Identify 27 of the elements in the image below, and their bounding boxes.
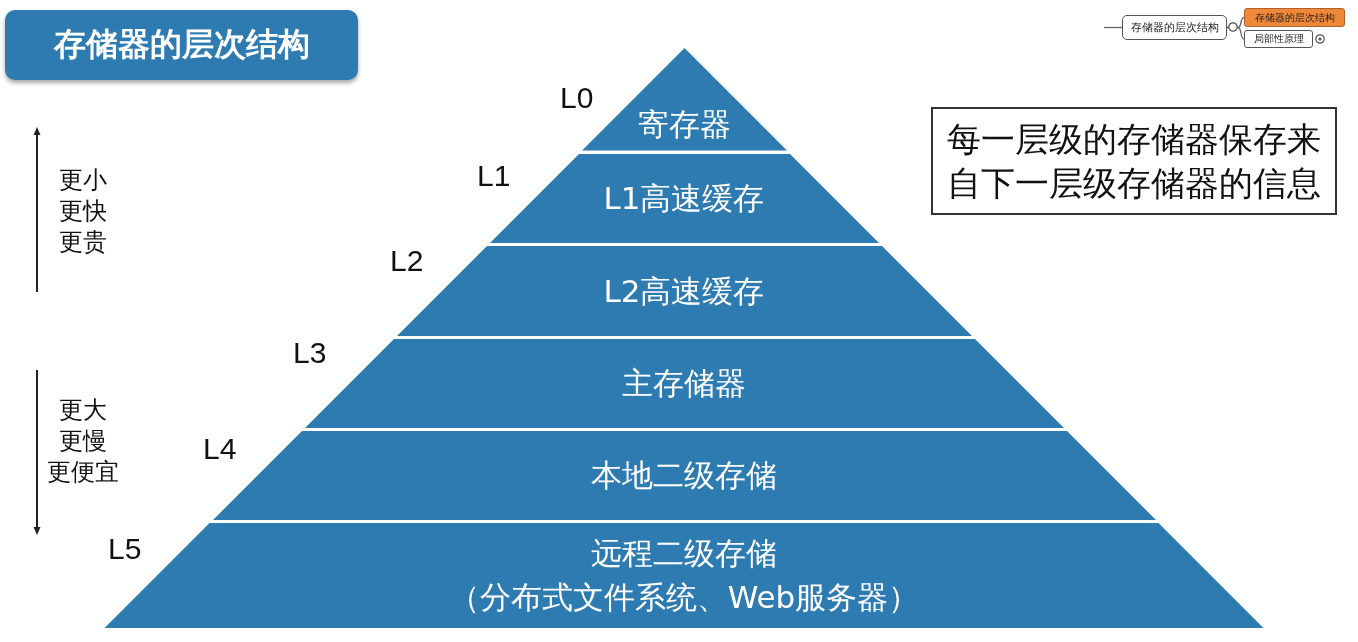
side-label: 更大 bbox=[58, 395, 108, 426]
tier-label: L1高速缓存 bbox=[603, 179, 765, 218]
pyramid-tier bbox=[104, 522, 1264, 628]
tier-label: 本地二级存储 bbox=[591, 456, 777, 495]
mindmap-node: 存储器的层次结构 bbox=[1244, 8, 1345, 27]
level-label: L3 bbox=[293, 335, 327, 371]
mindmap-node: 存储器的层次结构 bbox=[1122, 15, 1227, 40]
level-label: L1 bbox=[477, 158, 511, 194]
side-label: 更贵 bbox=[58, 227, 108, 258]
tier-label: （分布式文件系统、Web服务器） bbox=[448, 578, 920, 618]
tier-label: 寄存器 bbox=[637, 105, 731, 145]
connector-line bbox=[1226, 26, 1245, 40]
connector-line bbox=[1103, 26, 1123, 29]
level-label: L4 bbox=[203, 431, 237, 467]
mindmap-node: 局部性原理 bbox=[1244, 30, 1313, 48]
side-label: 更快 bbox=[58, 196, 108, 227]
tier-label: 远程二级存储 bbox=[591, 534, 777, 574]
side-label: 更便宜 bbox=[46, 457, 120, 488]
side-label: 更慢 bbox=[58, 426, 108, 457]
title-banner: 存储器的层次结构 bbox=[5, 10, 358, 80]
tier-label: L2高速缓存 bbox=[603, 271, 765, 311]
level-label: L0 bbox=[560, 80, 594, 116]
level-label: L5 bbox=[108, 531, 142, 567]
level-label: L2 bbox=[390, 243, 424, 279]
note-box: 每一层级的存储器保存来自下一层级存储器的信息 bbox=[931, 107, 1337, 215]
side-label: 更小 bbox=[58, 165, 108, 196]
tier-label: 主存储器 bbox=[622, 364, 746, 403]
